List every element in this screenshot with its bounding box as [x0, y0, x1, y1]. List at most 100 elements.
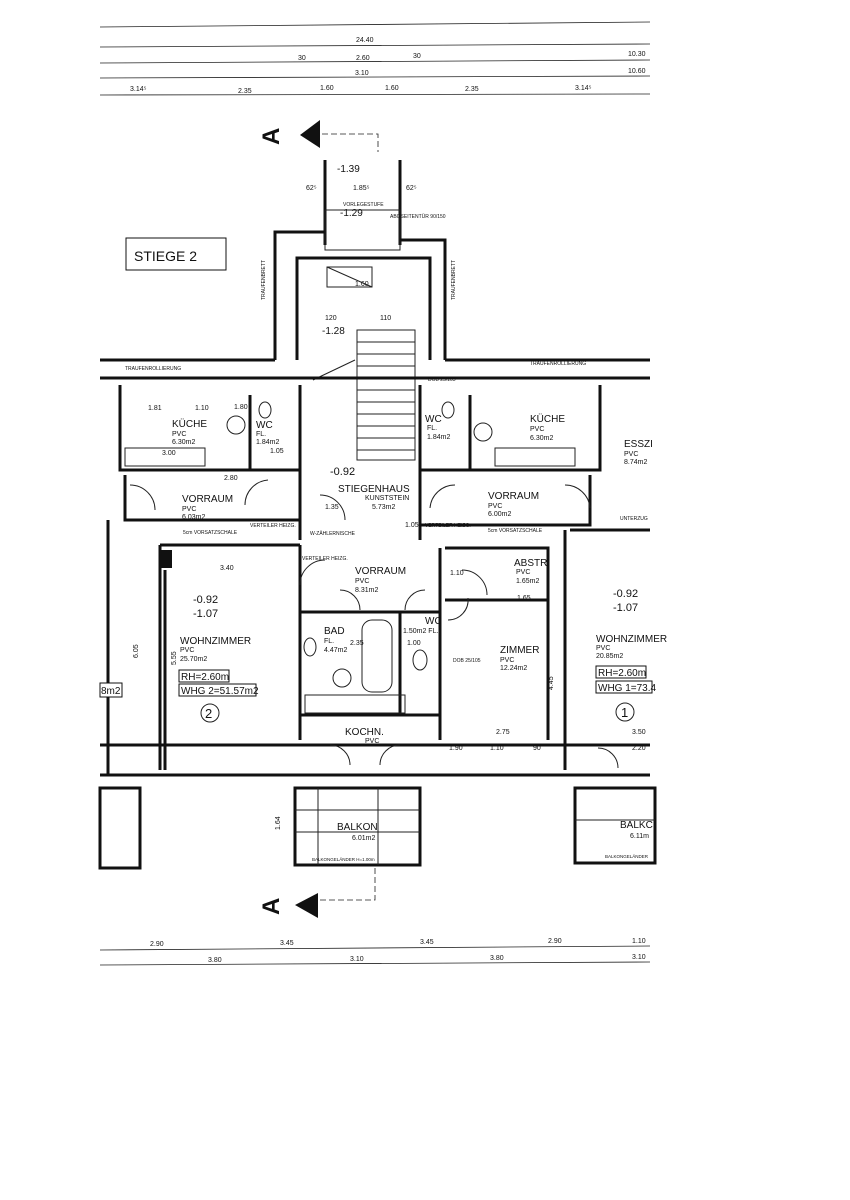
dim-label: 1.85⁵: [353, 185, 370, 192]
dim-label: 1.90: [449, 745, 463, 752]
section-letter: A: [258, 898, 285, 915]
dim-label: 3.10: [355, 70, 369, 77]
level-marker: -0.92: [193, 594, 218, 606]
note-label: TRAUFENBRETT: [261, 260, 267, 300]
room-name: ABSTR.: [514, 558, 550, 569]
note-label: 5cm VORSATZSCHALE: [488, 528, 543, 534]
stair-title-box: STIEGE 2: [125, 237, 227, 271]
dim-label: 1.80: [234, 404, 248, 411]
dim-label: 120: [325, 315, 337, 322]
stair-steps: [312, 329, 416, 461]
room-floor: PVC: [365, 738, 379, 745]
balcony-right: BALKC 6.11m BALKONGELÄNDER: [573, 786, 657, 865]
dim-label: 1.60: [385, 85, 399, 92]
room-area: 20.85m2: [596, 653, 623, 660]
room-floor: PVC: [180, 647, 194, 654]
room-floor: FL.: [324, 638, 334, 645]
note-label: 5cm VORSATZSCHALE: [183, 530, 238, 536]
note-label: VERTEILER HEIZG.: [250, 523, 296, 529]
room-area: 12.24m2: [500, 665, 527, 672]
room-area: 8m2: [101, 686, 121, 697]
note-label: VORLEGESTUFE: [343, 202, 384, 208]
room-area: 25.70m2: [180, 656, 207, 663]
room-labels: KÜCHE PVC 6.30m2 WC FL. 1.84m2 VORRAUM P…: [99, 413, 667, 745]
room-name: WOHNZIMMER: [180, 636, 251, 647]
note-label: TRAUFENROLLIERUNG: [125, 366, 181, 372]
room-area: 6.11m: [630, 833, 649, 840]
unit-area-label: WHG 2=51.57m2: [181, 686, 259, 697]
room-area: 6.30m2: [172, 439, 195, 446]
building-walls: [100, 358, 650, 777]
room-floor: 1.50m2 FL.: [403, 628, 438, 635]
note-label: VERTEILER HEIZG.: [425, 523, 471, 529]
chimney: [160, 550, 172, 568]
unit-number: 1: [621, 705, 628, 720]
dim-label: 2.90: [548, 938, 562, 945]
dim-label: 3.40: [220, 565, 234, 572]
dim-label: 1.10: [195, 405, 209, 412]
balcony-left: [98, 786, 142, 870]
room-area: 1.84m2: [256, 439, 279, 446]
room-area: 1.65m2: [516, 578, 539, 585]
kitchen-counter: [304, 694, 406, 714]
note-label: VERTEILER HEIZG.: [302, 556, 348, 562]
room-name: BALKON: [337, 822, 378, 833]
dim-label: 1.10: [632, 938, 646, 945]
room-floor: PVC: [516, 569, 530, 576]
dim-total: 24.40: [356, 37, 374, 44]
note-label: DOB 25/105: [428, 377, 456, 383]
room-floor: PVC: [355, 578, 369, 585]
room-floor: PVC: [530, 426, 544, 433]
note-label: TRAUFENBRETT: [451, 260, 457, 300]
note-label: TRAUFENROLLIERUNG: [530, 361, 586, 367]
room-area: 1.84m2: [427, 434, 450, 441]
dim-label: 5.55: [171, 651, 178, 665]
room-name: WC: [425, 414, 442, 425]
room-area: 8.74m2: [624, 459, 647, 466]
dim-label: 1.10: [450, 570, 464, 577]
dim-label: 3.45: [280, 940, 294, 947]
shower: [473, 422, 493, 442]
room-name: STIEGENHAUS: [338, 484, 410, 495]
dim-label: 2.35: [350, 640, 364, 647]
room-floor: PVC: [500, 657, 514, 664]
dim-label: 1.05: [405, 522, 419, 529]
dim-label: 3.80: [490, 955, 504, 962]
toilet-icon: [441, 401, 455, 419]
bathtub: [361, 619, 393, 693]
stair-title: STIEGE 2: [134, 248, 197, 264]
level-marker: -1.28: [322, 326, 345, 337]
dim-label: 2.35: [238, 88, 252, 95]
note-label: UNTERZUG: [620, 516, 648, 522]
dim-label: 30: [298, 55, 306, 62]
bottom-dimension-chain: 2.90 3.45 3.45 2.90 1.10 3.80 3.10 3.80 …: [99, 938, 651, 966]
room-name: WC: [256, 420, 273, 431]
room-name: BAD: [324, 626, 345, 637]
room-name: ZIMMER: [500, 645, 539, 656]
dim-label: 3.14⁵: [130, 86, 147, 93]
unit-area-label: WHG 1=73.4: [598, 683, 657, 694]
level-marker: -1.39: [337, 164, 360, 175]
room-name: WOHNZIMMER: [596, 634, 667, 645]
dim-label: 3.45: [420, 939, 434, 946]
dim-label: 2.80: [224, 475, 238, 482]
dim-label: 3.00: [162, 450, 176, 457]
dim-label: 10.60: [628, 68, 646, 75]
dim-label: 1.64: [275, 816, 282, 830]
dim-label: 3.10: [632, 954, 646, 961]
room-name: KÜCHE: [172, 418, 207, 430]
room-area: 6.03m2: [182, 514, 205, 521]
room-name: VORRAUM: [182, 494, 233, 505]
room-height-label: RH=2.60m: [598, 668, 646, 679]
room-floor: PVC: [624, 451, 638, 458]
dim-label: 30: [413, 53, 421, 60]
room-name: BALKC: [620, 820, 653, 831]
note-label: BALKONGELÄNDER: [605, 853, 649, 859]
dim-label: 1.60: [320, 85, 334, 92]
level-marker: -1.29: [340, 208, 363, 219]
level-marker: -0.92: [613, 588, 638, 600]
kitchen-counter: [124, 447, 206, 467]
room-floor: PVC: [172, 431, 186, 438]
room-floor: PVC: [488, 503, 502, 510]
room-area: 8.31m2: [355, 587, 378, 594]
